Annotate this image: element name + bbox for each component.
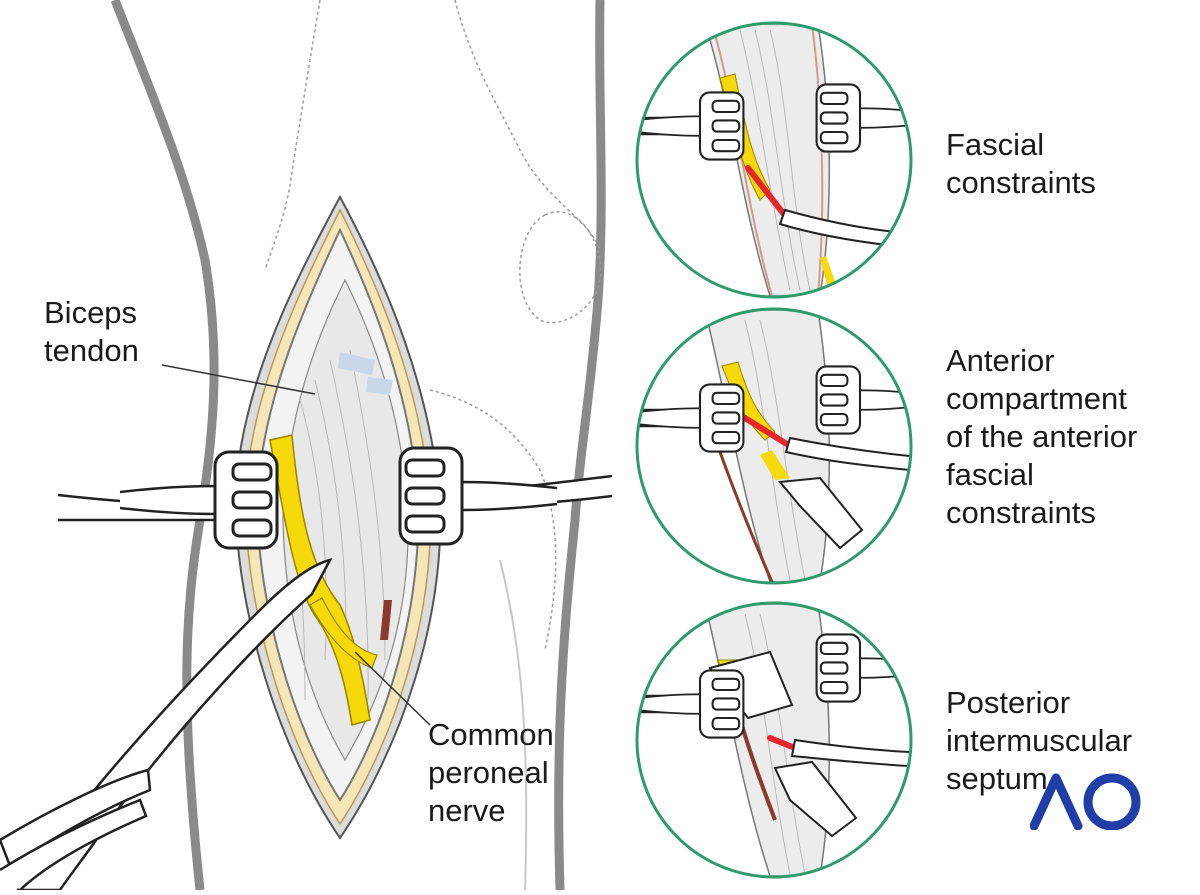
label-posterior-line-3: septum bbox=[946, 761, 1048, 796]
label-peroneal-line-3: nerve bbox=[428, 793, 506, 828]
inset-fascial-constraints bbox=[635, 21, 913, 299]
label-peroneal-line-1: Common bbox=[428, 717, 554, 752]
label-fascial-constraints: Fascial constraints bbox=[946, 126, 1096, 202]
label-anterior-line-5: constraints bbox=[946, 495, 1096, 530]
label-anterior-line-4: fascial bbox=[946, 457, 1034, 492]
label-anterior-line-2: compartment bbox=[946, 381, 1127, 416]
inset-posterior-septum bbox=[635, 601, 913, 879]
ao-logo bbox=[1030, 773, 1141, 830]
label-biceps-line-2: tendon bbox=[44, 333, 139, 368]
retractor-right bbox=[398, 446, 613, 546]
leader-peroneal bbox=[354, 651, 431, 726]
elevator-instrument bbox=[0, 558, 333, 892]
label-common-peroneal-nerve: Common peroneal nerve bbox=[428, 716, 554, 830]
leader-biceps bbox=[161, 364, 316, 395]
label-peroneal-line-2: peroneal bbox=[428, 755, 549, 790]
retractor-left bbox=[57, 450, 279, 550]
label-fascial-line-1: Fascial bbox=[946, 127, 1045, 162]
label-anterior-compartment: Anterior compartment of the anterior fas… bbox=[946, 342, 1137, 532]
label-fascial-line-2: constraints bbox=[946, 165, 1096, 200]
inset-anterior-compartment bbox=[635, 307, 913, 585]
label-biceps-line-1: Biceps bbox=[44, 295, 138, 330]
label-biceps-tendon: Biceps tendon bbox=[44, 294, 139, 370]
label-posterior-line-1: Posterior bbox=[946, 685, 1071, 720]
label-posterior-line-2: intermuscular bbox=[946, 723, 1133, 758]
incision-site bbox=[233, 194, 442, 840]
label-anterior-line-3: of the anterior bbox=[946, 419, 1138, 454]
label-posterior-intermuscular-septum: Posterior intermuscular septum bbox=[946, 684, 1132, 798]
label-anterior-line-1: Anterior bbox=[946, 343, 1055, 378]
